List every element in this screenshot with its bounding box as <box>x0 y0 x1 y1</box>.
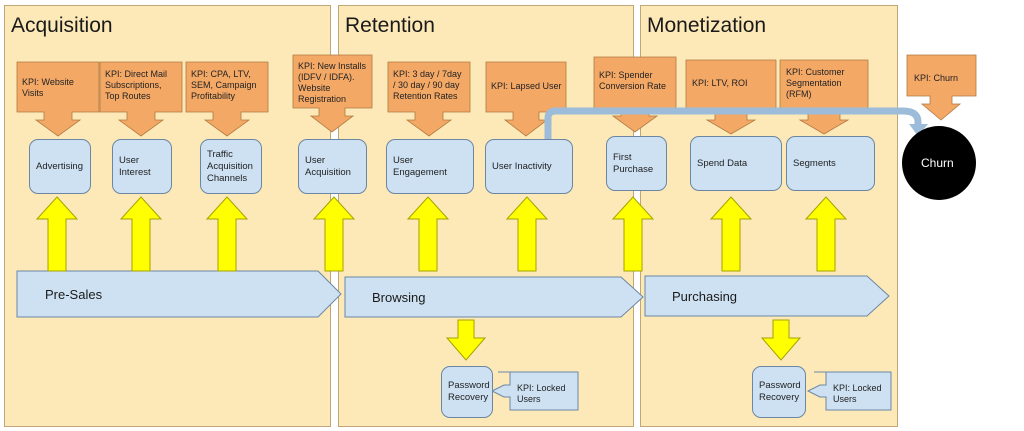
kpi-direct-mail: KPI: Direct Mail Subscriptions, Top Rout… <box>105 69 168 101</box>
stage-label-presales: Pre-Sales <box>45 287 103 302</box>
kpi-callout-shape <box>906 54 977 121</box>
kpi-ltv-roi: KPI: LTV, ROI <box>692 78 748 88</box>
stage-label-purchasing: Purchasing <box>672 289 738 304</box>
stage-label-browsing: Browsing <box>372 290 426 305</box>
churn-connector <box>544 107 922 140</box>
kpi-cpa-ltv: KPI: CPA, LTV, SEM, Campaign Profitabili… <box>191 69 257 101</box>
up-arrow <box>119 196 163 272</box>
phase-title-monetization: Monetization <box>647 14 767 37</box>
down-arrow <box>445 319 487 361</box>
churn-label: Churn <box>921 156 954 170</box>
node-spend-data: Spend Data <box>690 136 782 191</box>
stage-chevron-presales <box>16 270 342 318</box>
up-arrow <box>312 196 356 272</box>
node-user-acquisition: User Acquisition <box>298 139 367 194</box>
kpi-callout-shape <box>16 61 100 137</box>
locked-users-callout <box>490 371 579 411</box>
node-advertising: Advertising <box>29 139 91 194</box>
kpi-callout-shape <box>185 61 269 137</box>
up-arrow <box>406 196 450 272</box>
phase-title-retention: Retention <box>345 14 435 37</box>
up-arrow <box>35 196 79 272</box>
node-user-interest: User Interest <box>112 139 172 194</box>
kpi-callout-shape <box>387 61 471 137</box>
phase-title-acquisition: Acquisition <box>11 14 113 37</box>
node-traffic-acquisition: Traffic Acquisition Channels <box>200 139 262 194</box>
kpi-retention-rates: KPI: 3 day / 7day / 30 day / 90 day Rete… <box>393 69 462 101</box>
up-arrow <box>709 196 753 272</box>
kpi-locked-users-monetization: KPI: Locked Users <box>833 383 882 404</box>
up-arrow <box>611 196 655 272</box>
kpi-churn: KPI: Churn <box>914 73 959 83</box>
down-arrow <box>760 319 802 361</box>
churn-node <box>902 126 976 200</box>
kpi-callout-shape <box>485 61 567 137</box>
stage-chevron-purchasing <box>644 275 890 317</box>
kpi-customer-segmentation: KPI: Customer Segmentation (RFM) <box>786 67 845 99</box>
up-arrow <box>505 196 549 272</box>
kpi-new-installs: KPI: New Installs (IDFV / IDFA). Website… <box>298 61 367 104</box>
node-first-purchase: First Purchase <box>606 136 667 191</box>
up-arrow <box>205 196 249 272</box>
churn-connector-head <box>909 124 928 136</box>
node-user-engagement: User Engagement <box>386 139 474 194</box>
kpi-spender-conversion: KPI: Spender Conversion Rate <box>599 70 667 91</box>
stage-chevron-browsing <box>344 276 644 318</box>
node-password-recovery-retention: Password Recovery <box>441 366 493 418</box>
kpi-callout-shape <box>99 61 183 137</box>
kpi-website-visits: KPI: Website Visits <box>22 77 74 98</box>
kpi-callout-shape <box>685 59 777 135</box>
kpi-lapsed-user: KPI: Lapsed User <box>491 81 562 91</box>
node-segments: Segments <box>786 136 875 191</box>
up-arrow <box>804 196 848 272</box>
node-password-recovery-monetization: Password Recovery <box>752 366 806 418</box>
kpi-locked-users-retention: KPI: Locked Users <box>517 383 566 404</box>
node-user-inactivity: User Inactivity <box>485 139 573 194</box>
kpi-callout-shape <box>292 54 373 133</box>
locked-users-callout <box>806 371 892 411</box>
